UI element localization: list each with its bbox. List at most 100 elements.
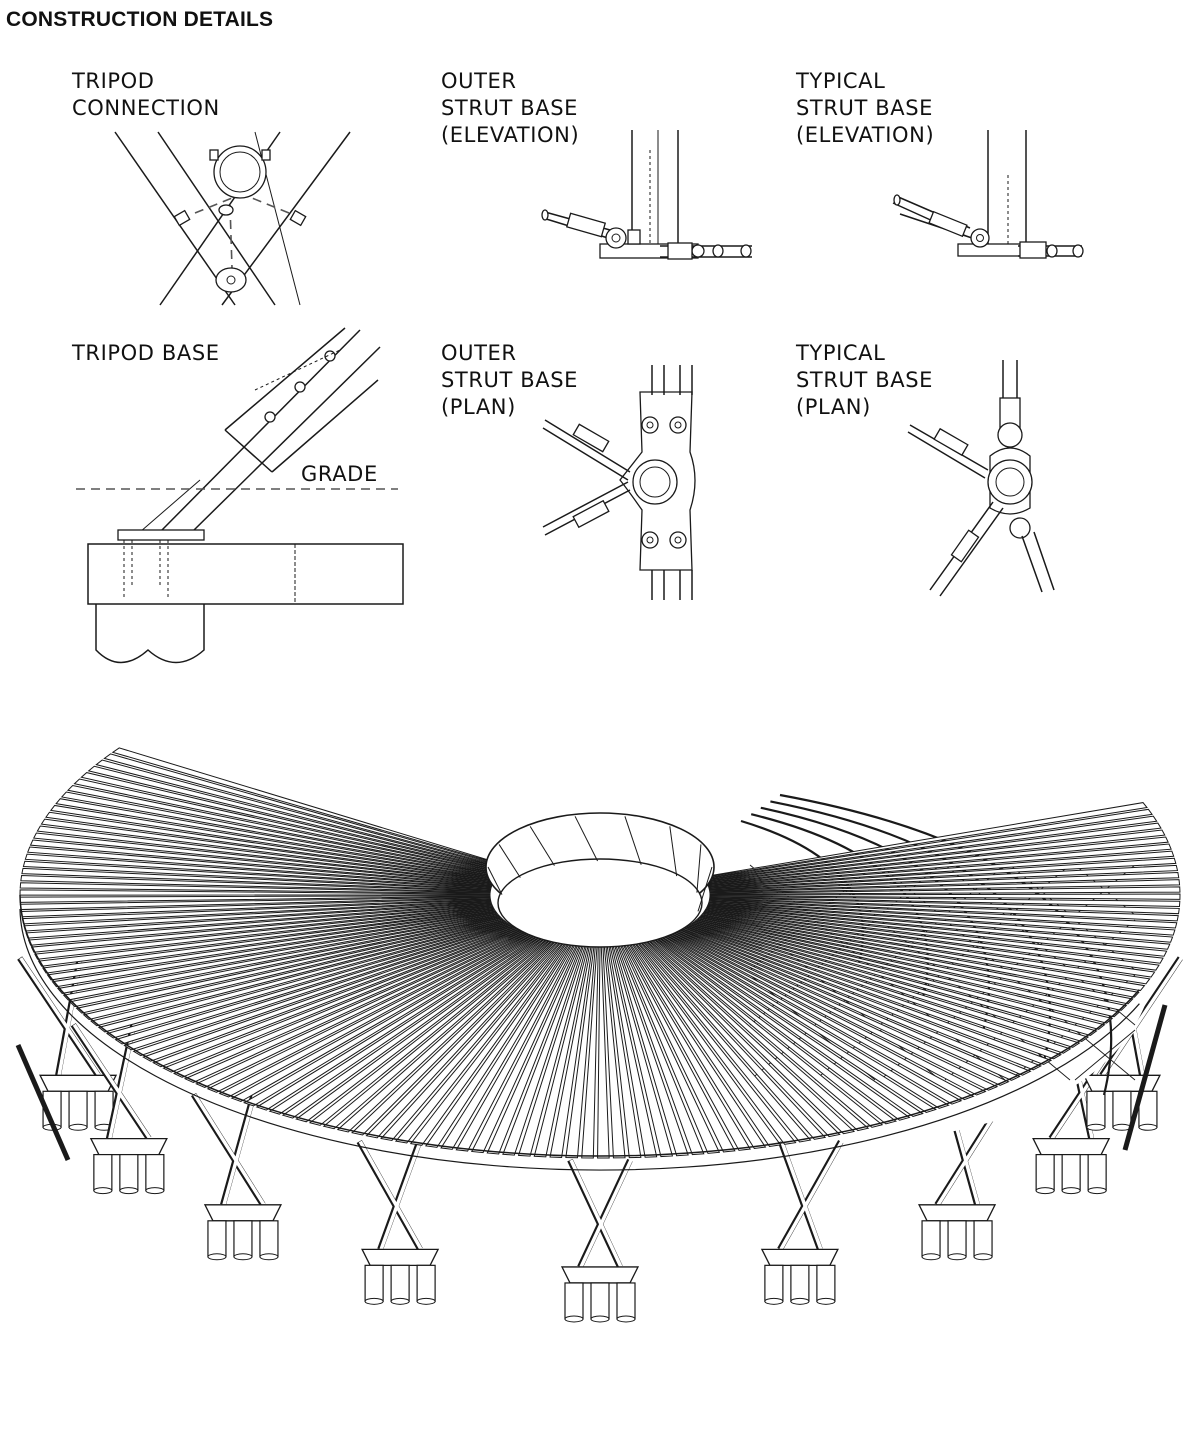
roof-slat	[698, 916, 1128, 1011]
outer-plan-label-line-3: (PLAN)	[441, 395, 516, 419]
pier-foot	[145, 1187, 165, 1195]
tripod-plate	[39, 1074, 118, 1092]
tripod-plate	[760, 1248, 839, 1266]
tripod-support	[760, 1140, 844, 1305]
pier-foot	[590, 1315, 610, 1323]
pier-foot	[259, 1253, 279, 1261]
pier-foot	[93, 1187, 113, 1195]
outer-plan-label-line-1: OUTER	[441, 341, 517, 365]
oculus-strut	[574, 816, 599, 862]
tripod-support	[191, 1092, 283, 1261]
roof-slat	[19, 882, 491, 894]
roof-slat	[97, 920, 507, 1033]
roof-slat	[687, 925, 1072, 1054]
tripod-plate	[203, 1204, 283, 1222]
roof-slat	[51, 911, 498, 988]
oculus-strut	[624, 816, 642, 865]
oculus-strut	[696, 844, 702, 893]
pier-foot	[1061, 1187, 1081, 1195]
roof-slat	[707, 850, 1175, 888]
roof-slat	[699, 915, 1134, 1005]
roof-slat	[688, 923, 1081, 1048]
pier	[145, 1153, 165, 1192]
pier	[947, 1220, 967, 1258]
tripod-connection-label-line-2: CONNECTION	[72, 96, 220, 120]
roof-slat	[46, 910, 497, 981]
outer-strut-base-elevation-label: OUTER STRUT BASE (ELEVATION)	[441, 68, 579, 149]
roof-slat	[37, 907, 495, 967]
pier	[764, 1264, 784, 1302]
pier-foot	[119, 1187, 139, 1195]
tripod-plate	[89, 1137, 168, 1156]
roof-slat	[89, 919, 506, 1027]
pier	[364, 1264, 384, 1302]
pier-foot	[616, 1315, 636, 1323]
roof-slat	[41, 909, 496, 974]
roof-slat	[692, 921, 1098, 1036]
pier	[921, 1220, 941, 1258]
pier	[564, 1282, 584, 1320]
tripod-leg-fill	[1101, 957, 1183, 1077]
roof-slat	[690, 922, 1090, 1043]
typical-strut-base-elevation-drawing	[892, 130, 1084, 259]
roof-slat	[75, 917, 503, 1014]
pier	[616, 1282, 636, 1320]
tripod-leg-fill	[579, 1159, 633, 1268]
typical-strut-base-plan-drawing	[907, 360, 1055, 597]
roof-slat	[704, 908, 1160, 971]
tripod-leg-fill	[569, 1159, 623, 1268]
outer-strut-base-plan-drawing	[542, 365, 696, 600]
roof-slat	[132, 925, 514, 1057]
outer-plan-label-line-2: STRUT BASE	[441, 368, 578, 392]
typical-elev-label-line-3: (ELEVATION)	[796, 123, 935, 147]
pier-foot	[364, 1297, 384, 1305]
roof-slat	[706, 905, 1168, 957]
tripod-connection-label: TRIPOD CONNECTION	[72, 68, 220, 122]
supports-layer	[15, 956, 1183, 1323]
pier	[119, 1153, 139, 1192]
truss-diagonal	[1074, 1029, 1136, 1081]
outer-elev-label-line-3: (ELEVATION)	[441, 123, 580, 147]
typical-strut-base-elevation-label: TYPICAL STRUT BASE (ELEVATION)	[796, 68, 934, 149]
tripod-connection-drawing	[114, 131, 351, 306]
roof-slat	[709, 893, 1181, 900]
tripod-plate	[361, 1248, 440, 1266]
pier-foot	[1035, 1187, 1055, 1195]
tripod-leg-fill	[379, 1140, 422, 1250]
grade-label: GRADE	[301, 461, 378, 488]
roof-slat	[22, 860, 492, 890]
roof-slat	[708, 900, 1178, 929]
pier-foot	[790, 1297, 810, 1305]
tripod-plate	[1082, 1074, 1161, 1092]
pier	[1087, 1153, 1107, 1192]
pier	[68, 1090, 88, 1128]
outer-strut-base-elevation-drawing	[541, 130, 752, 260]
roof-slat	[709, 886, 1181, 895]
outer-strut-base-plan-label: OUTER STRUT BASE (PLAN)	[441, 340, 578, 421]
roof-slat	[707, 843, 1172, 887]
pier	[259, 1220, 279, 1258]
roof-slat	[709, 895, 1181, 908]
tripod-leg-fill	[19, 957, 101, 1077]
pier	[1112, 1090, 1132, 1128]
roof-slat	[20, 875, 491, 893]
pier	[390, 1264, 410, 1302]
roof-slat	[709, 879, 1181, 894]
pier-foot	[1138, 1123, 1158, 1131]
pier-foot	[973, 1253, 993, 1261]
roof-slat	[708, 901, 1176, 936]
oculus-strut	[669, 826, 678, 877]
roof-slats-layer	[19, 747, 1181, 1171]
tripod-plate	[1032, 1137, 1111, 1156]
pier	[973, 1220, 993, 1258]
tripod-plate	[917, 1204, 997, 1222]
roof-slat	[34, 906, 494, 960]
tripod-support	[560, 1158, 640, 1323]
roof-slat	[21, 867, 492, 892]
tripod-base-label: TRIPOD BASE	[72, 340, 220, 367]
pier-foot	[816, 1297, 836, 1305]
oculus-strut	[529, 826, 555, 866]
tripod-leg-fill	[780, 1140, 823, 1250]
